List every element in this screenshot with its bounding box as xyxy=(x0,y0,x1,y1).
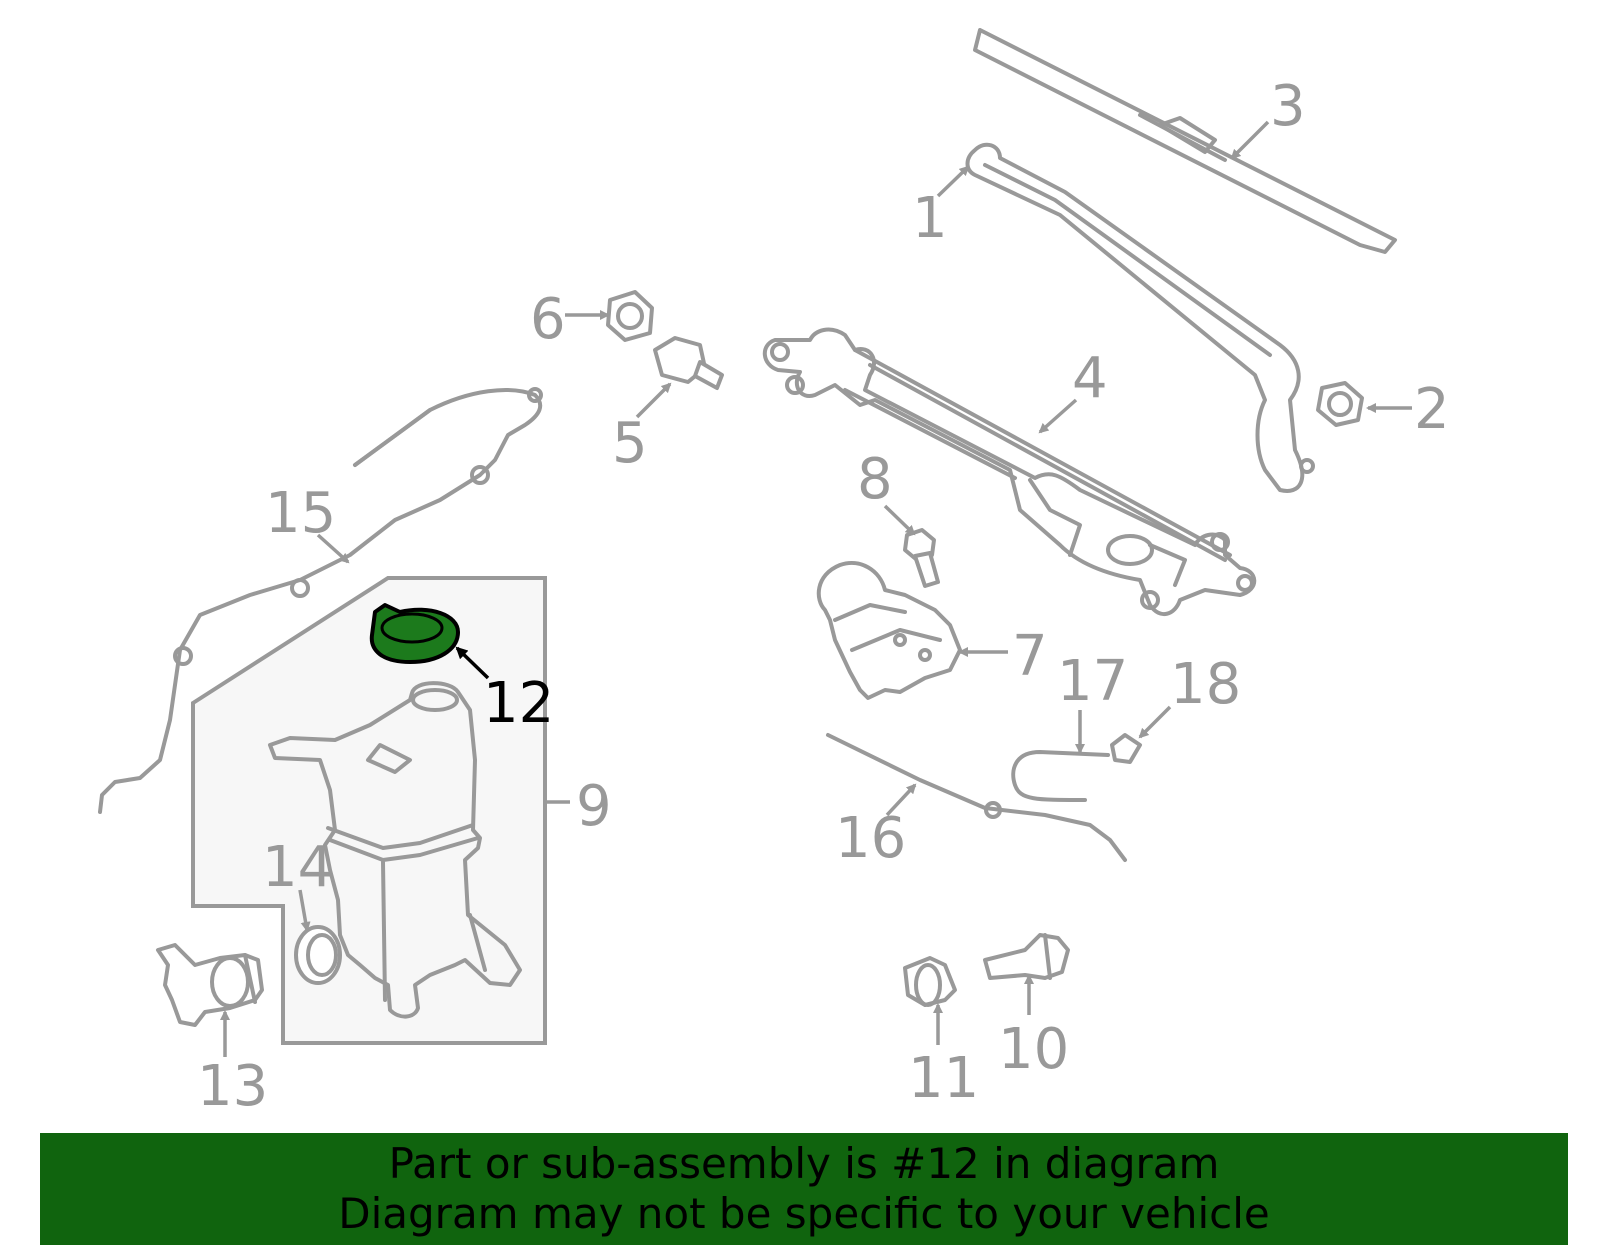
callout-1: 1 xyxy=(912,186,948,251)
callout-3: 3 xyxy=(1270,74,1306,139)
callout-5: 5 xyxy=(612,411,648,476)
part-9-washer-reservoir xyxy=(191,576,547,1045)
callout-labels: 1 2 3 4 5 6 7 8 9 10 11 12 13 14 15 16 1… xyxy=(197,74,1450,1119)
callout-11: 11 xyxy=(908,1046,979,1111)
leader-lines xyxy=(220,120,1412,1057)
part-8-bolt xyxy=(903,528,940,588)
part-18-connector xyxy=(1110,733,1142,764)
callout-4: 4 xyxy=(1072,346,1108,411)
part-10-level-sensor xyxy=(983,933,1070,980)
part-14-grommet xyxy=(294,925,342,985)
callout-7: 7 xyxy=(1012,624,1048,689)
callout-8: 8 xyxy=(857,447,893,512)
callout-12: 12 xyxy=(483,671,554,736)
part-3-wiper-blade xyxy=(973,28,1397,254)
part-12-reservoir-cap xyxy=(369,603,460,664)
callout-14: 14 xyxy=(262,835,333,900)
callout-15: 15 xyxy=(265,481,336,546)
callout-13: 13 xyxy=(197,1054,268,1119)
part-6-nut xyxy=(606,290,654,342)
part-2-nut xyxy=(1316,381,1364,427)
callout-17: 17 xyxy=(1057,649,1128,714)
callout-6: 6 xyxy=(530,287,566,352)
callout-2: 2 xyxy=(1414,377,1450,442)
part-7-wiper-motor xyxy=(816,561,962,700)
callout-9: 9 xyxy=(576,774,612,839)
parts-diagram: 1 2 3 4 5 6 7 8 9 10 11 12 13 14 15 16 1… xyxy=(98,28,1450,1119)
banner-line-part-number: Part or sub-assembly is #12 in diagram xyxy=(388,1139,1220,1188)
callout-16: 16 xyxy=(835,806,906,871)
part-11-plug xyxy=(903,956,957,1007)
part-5-bolt xyxy=(653,336,724,390)
callout-10: 10 xyxy=(998,1017,1069,1082)
banner-line-disclaimer: Diagram may not be specific to your vehi… xyxy=(338,1189,1270,1238)
part-17-hose xyxy=(1011,750,1110,802)
part-1-wiper-arm xyxy=(965,142,1315,493)
part-15-hose xyxy=(98,387,543,814)
callout-18: 18 xyxy=(1170,652,1241,717)
part-13-washer-pump xyxy=(156,943,264,1027)
info-banner: Part or sub-assembly is #12 in diagram D… xyxy=(40,1133,1568,1245)
part-4-wiper-linkage xyxy=(762,327,1257,616)
part-16-hose xyxy=(826,733,1127,862)
